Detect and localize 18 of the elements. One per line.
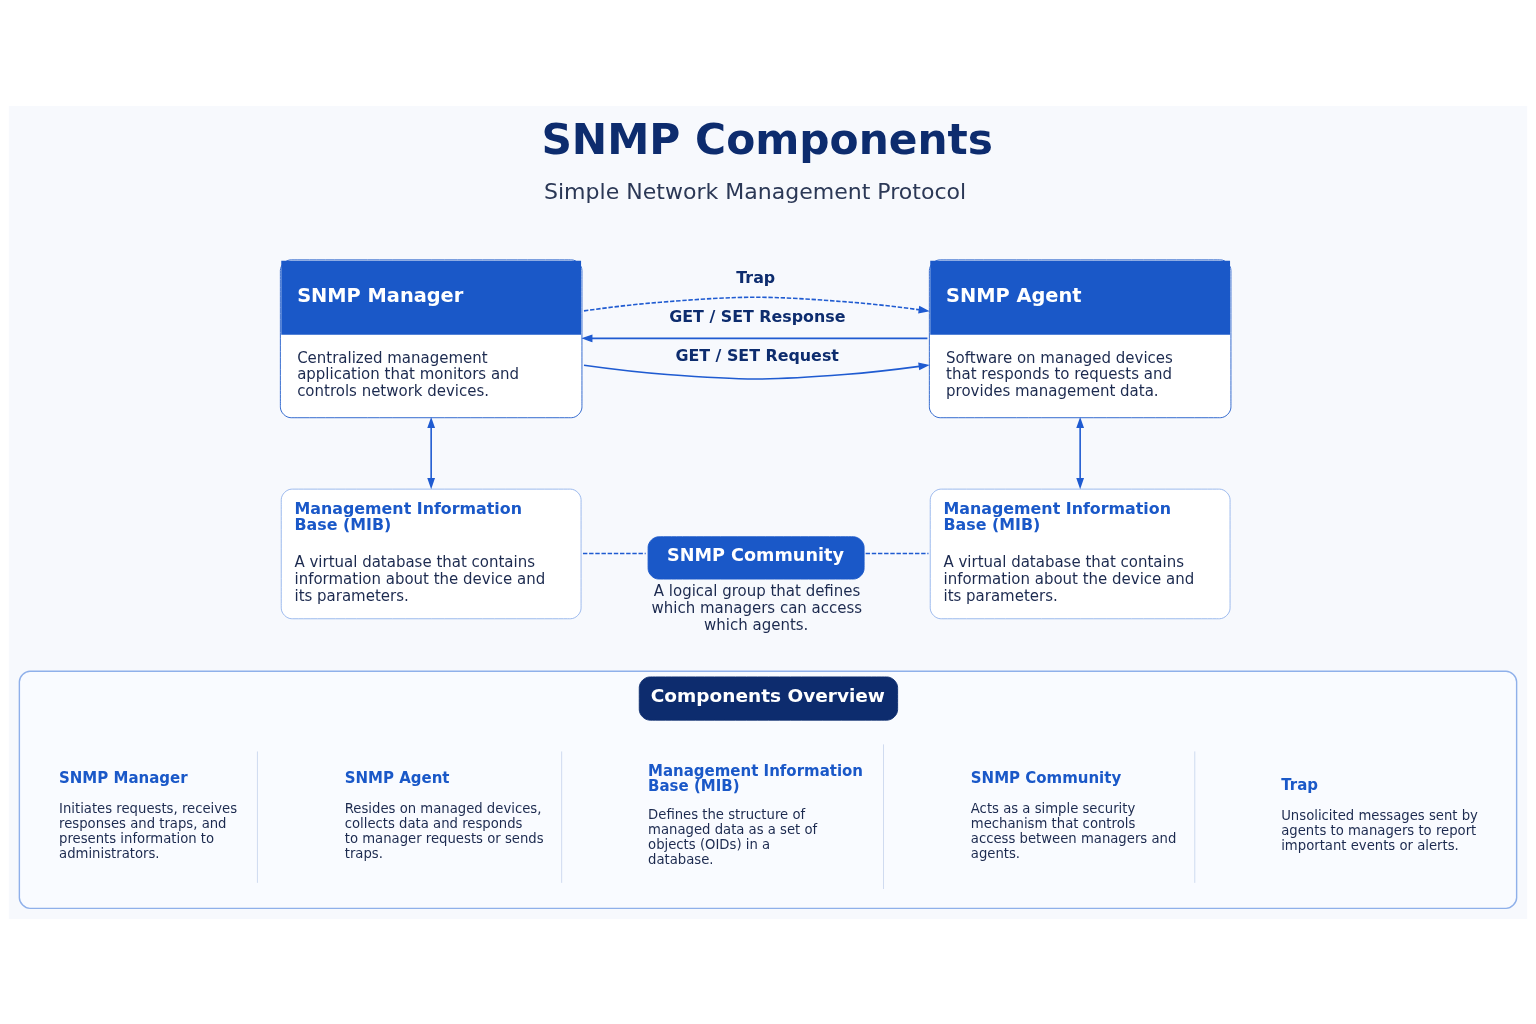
node-text: SNMP Manager Initiates requests, receives responses and traps, and presents information to administrators. [59,768,238,861]
connector [864,552,930,554]
arrow [583,295,930,314]
arrow [583,362,930,380]
node-label: A logical group that defines which managers can access which agents. [651,581,863,634]
arrow [581,333,929,342]
node-text: SNMP Community Acts as a simple security mechanism that controls access between managers and agents. [970,768,1177,861]
arrow [427,416,436,489]
node-text: Trap Unsolicited messages sent by agents to managers to report important events or alerts. [1281,775,1478,853]
connector [582,552,647,554]
edge-label: GET / SET Request [675,345,839,365]
label: Simple Network Management Protocol [544,178,967,204]
arrow [1076,416,1085,489]
node-text: SNMP Agent Resides on managed devices, collects data and responds to manager requests or sends traps. [344,768,544,861]
edge-label: GET / SET Response [669,306,846,326]
edge-label: Trap [736,267,776,287]
diagram-title: SNMP Components [541,114,994,164]
node-text: Management Information Base (MIB) Defines the structure of managed data as a set of objects (OIDs) in a database. [648,761,864,867]
